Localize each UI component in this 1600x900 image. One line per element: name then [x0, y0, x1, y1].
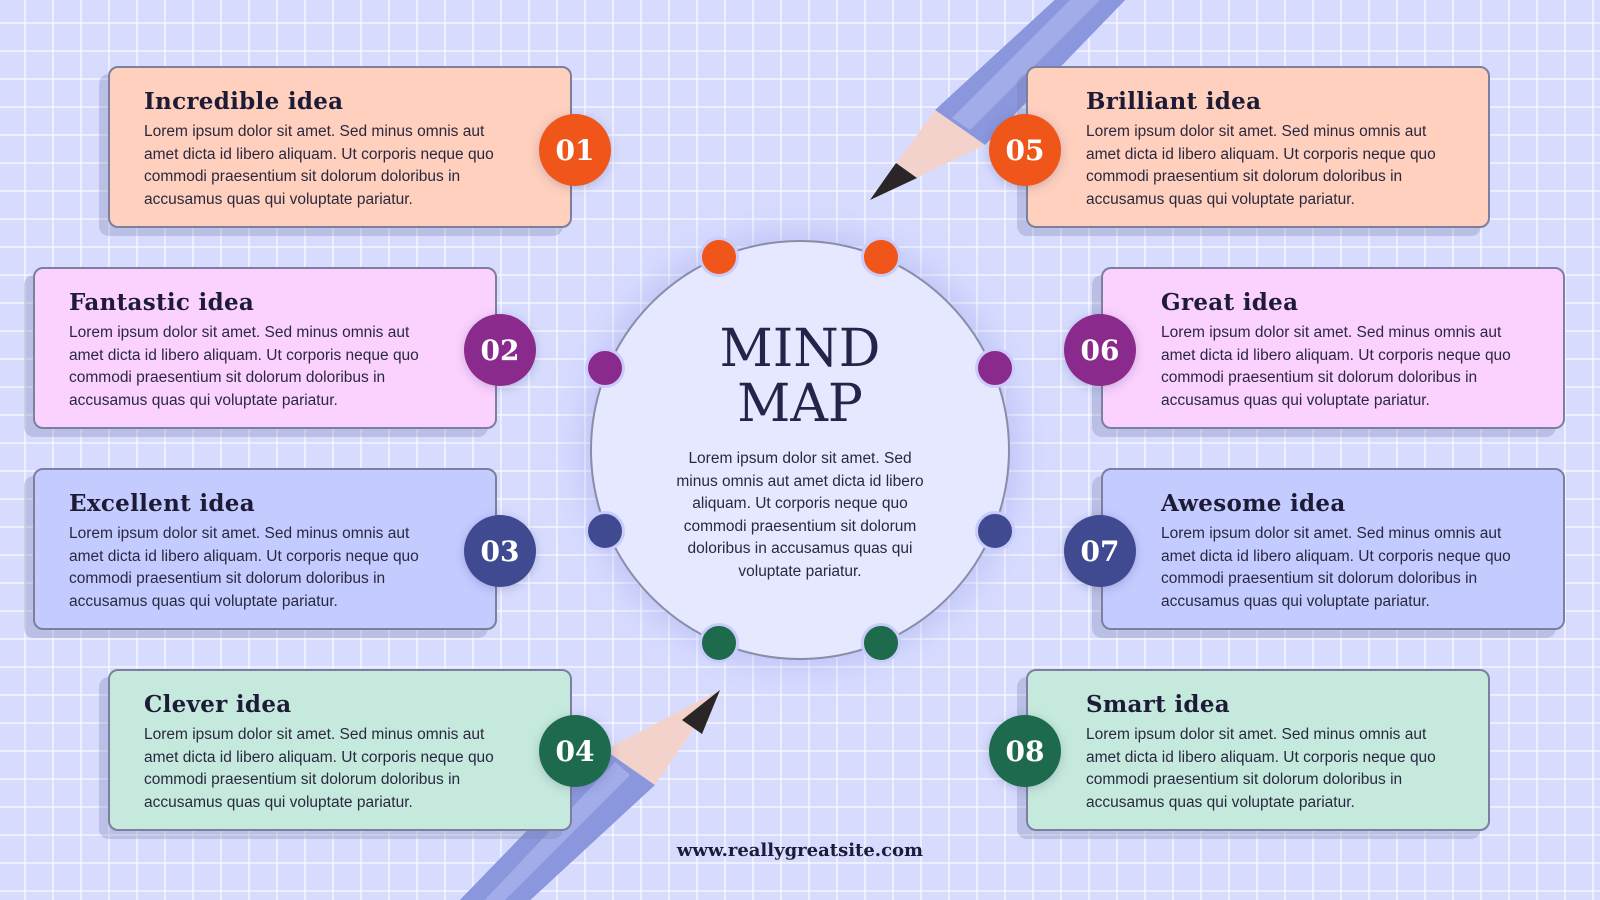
- center-title: MIND MAP: [640, 322, 960, 432]
- connector-dot-05: [861, 237, 901, 277]
- idea-card-08: Smart idea Lorem ipsum dolor sit amet. S…: [1026, 669, 1490, 831]
- idea-body: Lorem ipsum dolor sit amet. Sed minus om…: [144, 123, 494, 208]
- idea-card-02: Fantastic idea Lorem ipsum dolor sit ame…: [33, 267, 497, 429]
- idea-card-06: Great idea Lorem ipsum dolor sit amet. S…: [1101, 267, 1565, 429]
- idea-number-badge-02: 02: [464, 314, 536, 386]
- idea-number-badge-01: 01: [539, 114, 611, 186]
- connector-dot-02: [585, 348, 625, 388]
- idea-card-05: Brilliant idea Lorem ipsum dolor sit ame…: [1026, 66, 1490, 228]
- idea-card-01: Incredible idea Lorem ipsum dolor sit am…: [108, 66, 572, 228]
- idea-number-badge-05: 05: [989, 114, 1061, 186]
- connector-dot-01: [699, 237, 739, 277]
- connector-dot-04: [699, 623, 739, 663]
- idea-title: Incredible idea: [144, 88, 344, 115]
- idea-number-badge-07: 07: [1064, 515, 1136, 587]
- idea-body: Lorem ipsum dolor sit amet. Sed minus om…: [144, 726, 494, 811]
- idea-body: Lorem ipsum dolor sit amet. Sed minus om…: [69, 525, 419, 610]
- idea-number-badge-06: 06: [1064, 314, 1136, 386]
- connector-dot-07: [975, 511, 1015, 551]
- idea-title: Awesome idea: [1161, 490, 1346, 517]
- idea-body: Lorem ipsum dolor sit amet. Sed minus om…: [1086, 123, 1436, 208]
- idea-number-badge-04: 04: [539, 715, 611, 787]
- idea-number-badge-03: 03: [464, 515, 536, 587]
- idea-title: Great idea: [1161, 289, 1299, 316]
- idea-body: Lorem ipsum dolor sit amet. Sed minus om…: [1086, 726, 1436, 811]
- center-node: [590, 240, 1010, 660]
- website-link[interactable]: www.reallygreatsite.com: [676, 840, 924, 861]
- connector-dot-03: [585, 511, 625, 551]
- idea-body: Lorem ipsum dolor sit amet. Sed minus om…: [69, 324, 419, 409]
- idea-body: Lorem ipsum dolor sit amet. Sed minus om…: [1161, 525, 1511, 610]
- center-title-line2: MAP: [737, 374, 863, 434]
- idea-title: Brilliant idea: [1086, 88, 1262, 115]
- center-description: Lorem ipsum dolor sit amet. Sed minus om…: [676, 450, 924, 580]
- idea-card-04: Clever idea Lorem ipsum dolor sit amet. …: [108, 669, 572, 831]
- idea-title: Smart idea: [1086, 691, 1230, 718]
- idea-card-07: Awesome idea Lorem ipsum dolor sit amet.…: [1101, 468, 1565, 630]
- idea-title: Fantastic idea: [69, 289, 255, 316]
- idea-number-badge-08: 08: [989, 715, 1061, 787]
- connector-dot-08: [861, 623, 901, 663]
- idea-body: Lorem ipsum dolor sit amet. Sed minus om…: [1161, 324, 1511, 409]
- center-title-line1: MIND: [719, 319, 881, 379]
- connector-dot-06: [975, 348, 1015, 388]
- idea-card-03: Excellent idea Lorem ipsum dolor sit ame…: [33, 468, 497, 630]
- idea-title: Excellent idea: [69, 490, 255, 517]
- idea-title: Clever idea: [144, 691, 292, 718]
